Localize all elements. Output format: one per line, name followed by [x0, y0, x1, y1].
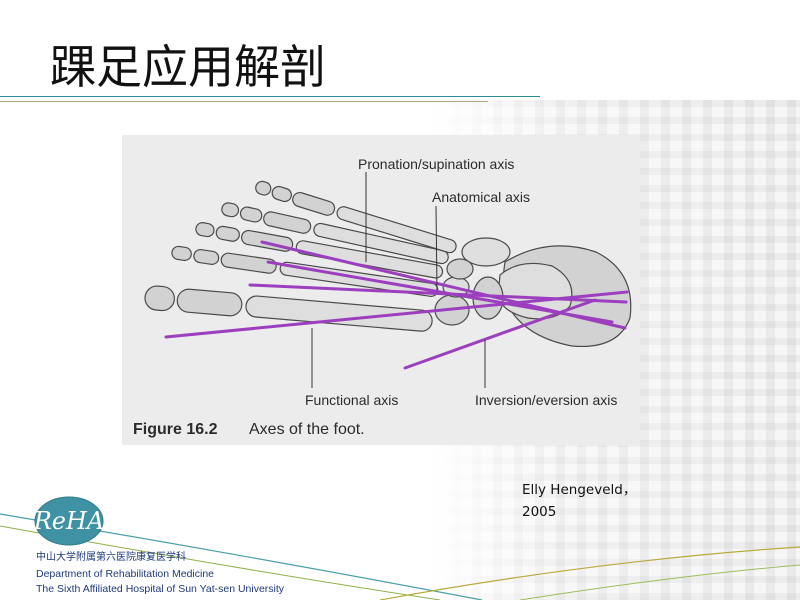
- title-underline-teal: [0, 96, 540, 97]
- middle-phalanx-bone: [215, 225, 240, 242]
- pronation-supination-label: Pronation/supination axis: [358, 156, 514, 172]
- slide-title: 踝足应用解剖: [50, 40, 326, 94]
- citation: Elly Hengeveld， 2005: [522, 479, 636, 523]
- distal-phalanx-bone: [144, 285, 175, 312]
- rehab-logo: ReHA: [33, 496, 105, 546]
- anatomical-label-leader: [435, 205, 438, 291]
- middle-phalanx-bone: [239, 206, 263, 223]
- metatarsal-bone: [336, 206, 457, 254]
- logo-lettering: ReHA: [33, 507, 105, 535]
- title-underline-olive: [0, 101, 488, 102]
- distal-phalanx-bone: [221, 202, 240, 218]
- axis-lines: [164, 240, 629, 370]
- anatomical-axis-line: [266, 260, 614, 324]
- proximal-phalanx-bone: [292, 191, 336, 216]
- department-name-english: Department of Rehabilitation Medicine: [36, 568, 215, 580]
- proximal-phalanx-bone: [220, 252, 277, 274]
- functional-axis-label: Functional axis: [305, 392, 398, 408]
- metatarsal-bone: [313, 222, 449, 265]
- cuboid-bone: [461, 237, 511, 267]
- distal-phalanx-bone: [195, 222, 215, 238]
- distal-phalanx-bone: [171, 245, 192, 261]
- proximal-phalanx-bone: [263, 211, 312, 234]
- department-name-chinese: 中山大学附属第六医院康复医学科: [36, 552, 186, 563]
- figure-caption-text: Axes of the foot.: [249, 421, 365, 438]
- lateral-cuneiform-bone: [446, 258, 474, 280]
- figure-caption-number: Figure 16.2: [133, 421, 218, 438]
- middle-phalanx-bone: [193, 249, 220, 265]
- proximal-phalanx-bone: [176, 288, 243, 317]
- anatomical-axis-label: Anatomical axis: [432, 189, 530, 205]
- talus-bone: [497, 262, 573, 320]
- inversion-eversion-axis-line: [403, 298, 597, 370]
- metatarsal-bone: [245, 295, 433, 332]
- citation-year: 2005: [522, 504, 557, 520]
- inversion-eversion-axis-label: Inversion/eversion axis: [475, 392, 617, 408]
- citation-author: Elly Hengeveld，: [522, 482, 637, 498]
- secondary-axis-line: [248, 283, 628, 304]
- middle-phalanx-bone: [271, 185, 292, 203]
- foot-axes-figure: Pronation/supination axis Anatomical axi…: [122, 135, 640, 445]
- hospital-name-english: The Sixth Affiliated Hospital of Sun Yat…: [36, 583, 285, 595]
- distal-phalanx-bone: [255, 180, 272, 196]
